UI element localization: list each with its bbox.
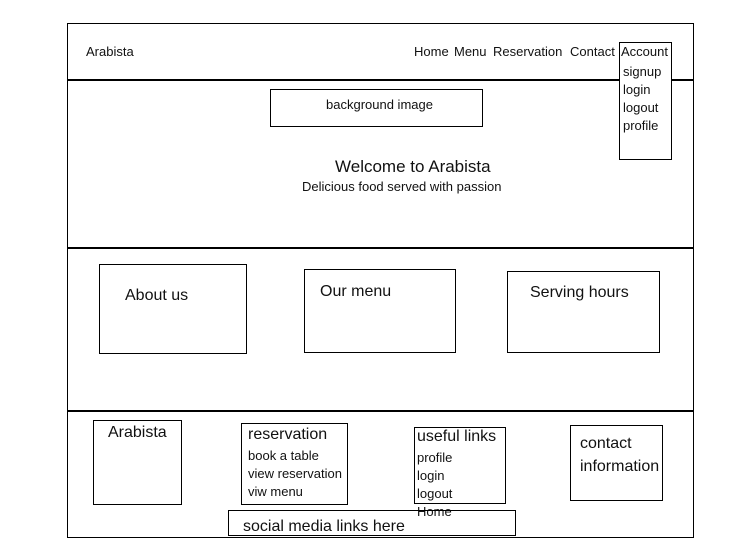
background-image-placeholder <box>270 89 483 127</box>
contact-line-2: information <box>580 458 660 475</box>
footer-link-book-table[interactable]: book a table <box>248 448 319 463</box>
footer-reservation-links: book a table view reservation viw menu <box>248 447 342 501</box>
contact-line-1: contact <box>580 435 632 452</box>
account-item-profile[interactable]: profile <box>623 118 659 133</box>
account-item-login[interactable]: login <box>623 82 651 97</box>
background-image-label: background image <box>326 97 433 112</box>
footer-link-view-menu[interactable]: viw menu <box>248 484 303 499</box>
footer-reservation-title: reservation <box>248 426 328 443</box>
our-menu-label: Our menu <box>320 283 392 300</box>
footer-useful-links-title: useful links <box>417 428 497 445</box>
serving-hours-card[interactable] <box>507 271 660 353</box>
social-media-bar[interactable] <box>228 510 516 536</box>
account-item-logout[interactable]: logout <box>623 100 659 115</box>
header-bar <box>67 23 694 80</box>
about-us-card[interactable] <box>99 264 247 354</box>
footer-brand[interactable]: Arabista <box>108 424 167 441</box>
brand-logo[interactable]: Arabista <box>86 44 134 59</box>
about-us-label: About us <box>125 287 189 304</box>
footer-link-view-reservation[interactable]: view reservation <box>248 466 342 481</box>
account-menu-items: signup login logout profile <box>623 63 661 135</box>
footer-link-profile[interactable]: profile <box>417 450 453 465</box>
footer-useful-links: profile login logout Home <box>417 449 452 521</box>
footer-reservation-box <box>241 423 348 505</box>
account-menu-toggle[interactable]: Account <box>621 44 668 59</box>
hero-subtitle: Delicious food served with passion <box>302 179 502 194</box>
nav-menu[interactable]: Menu <box>454 44 487 59</box>
footer-brand-box <box>93 420 182 505</box>
footer-link-logout[interactable]: logout <box>417 486 453 501</box>
footer-link-home[interactable]: Home <box>417 504 452 519</box>
nav-home[interactable]: Home <box>414 44 449 59</box>
nav-reservation[interactable]: Reservation <box>493 44 563 59</box>
nav-contact[interactable]: Contact <box>570 44 615 59</box>
account-item-signup[interactable]: signup <box>623 64 662 79</box>
footer-useful-links-box <box>414 427 506 504</box>
account-dropdown <box>619 42 672 160</box>
our-menu-card[interactable] <box>304 269 456 353</box>
footer-contact-box <box>570 425 663 501</box>
footer-link-login[interactable]: login <box>417 468 445 483</box>
footer-contact-info[interactable]: contact information <box>580 432 659 478</box>
hero-title: Welcome to Arabista <box>335 157 491 176</box>
serving-hours-label: Serving hours <box>530 284 629 301</box>
social-media-label: social media links here <box>243 518 405 535</box>
